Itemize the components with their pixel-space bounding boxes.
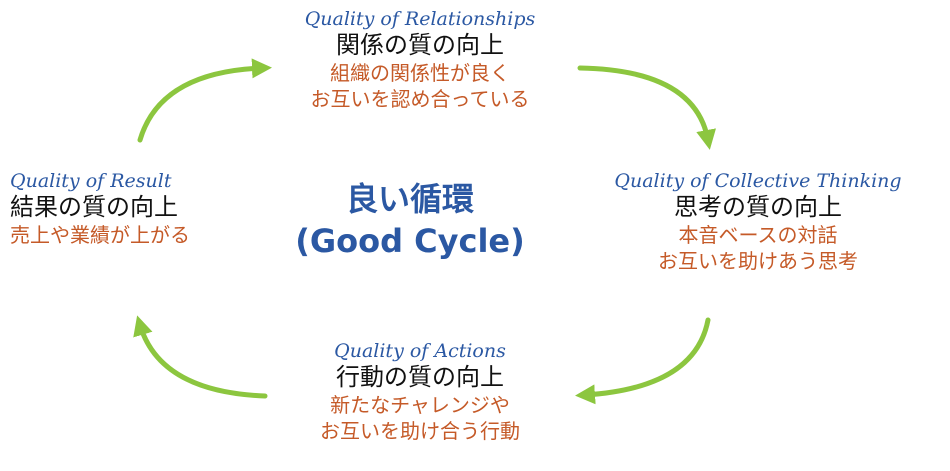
relationships-japanese-label: 関係の質の向上 bbox=[336, 31, 504, 59]
arrow-relationships-to-thinking bbox=[577, 65, 716, 150]
node-quality-of-result: Quality of Result 結果の質の向上 売上や業績が上がる bbox=[10, 170, 270, 248]
thinking-desc-line-2: お互いを助けあう思考 bbox=[658, 249, 858, 273]
arrow-actions-to-result bbox=[133, 315, 268, 399]
node-quality-of-collective-thinking: Quality of Collective Thinking 思考の質の向上 本… bbox=[568, 170, 948, 274]
node-quality-of-actions: Quality of Actions 行動の質の向上 新たなチャレンジや お互い… bbox=[270, 340, 570, 444]
arrow-thinking-to-actions bbox=[575, 317, 711, 405]
center-title: 良い循環 (Good Cycle) bbox=[250, 178, 570, 262]
result-english-label: Quality of Result bbox=[10, 170, 172, 192]
relationships-desc-line-1: 組織の関係性が良く bbox=[330, 61, 510, 85]
result-japanese-label: 結果の質の向上 bbox=[10, 193, 178, 221]
thinking-english-label: Quality of Collective Thinking bbox=[614, 170, 902, 192]
relationships-desc-line-2: お互いを認め合っている bbox=[310, 87, 530, 111]
actions-desc-line-2: お互いを助け合う行動 bbox=[320, 419, 520, 443]
center-title-japanese: 良い循環 bbox=[345, 180, 474, 218]
actions-english-label: Quality of Actions bbox=[334, 340, 506, 362]
actions-desc-line-1: 新たなチャレンジや bbox=[330, 393, 510, 417]
center-title-english: (Good Cycle) bbox=[295, 222, 525, 260]
arrow-result-to-relationships bbox=[137, 58, 272, 143]
thinking-desc-line-1: 本音ベースの対話 bbox=[678, 223, 838, 247]
actions-japanese-label: 行動の質の向上 bbox=[336, 363, 504, 391]
result-desc-line-1: 売上や業績が上がる bbox=[10, 223, 190, 247]
thinking-japanese-label: 思考の質の向上 bbox=[674, 193, 842, 221]
relationships-english-label: Quality of Relationships bbox=[304, 8, 536, 30]
node-quality-of-relationships: Quality of Relationships 関係の質の向上 組織の関係性が… bbox=[270, 8, 570, 112]
